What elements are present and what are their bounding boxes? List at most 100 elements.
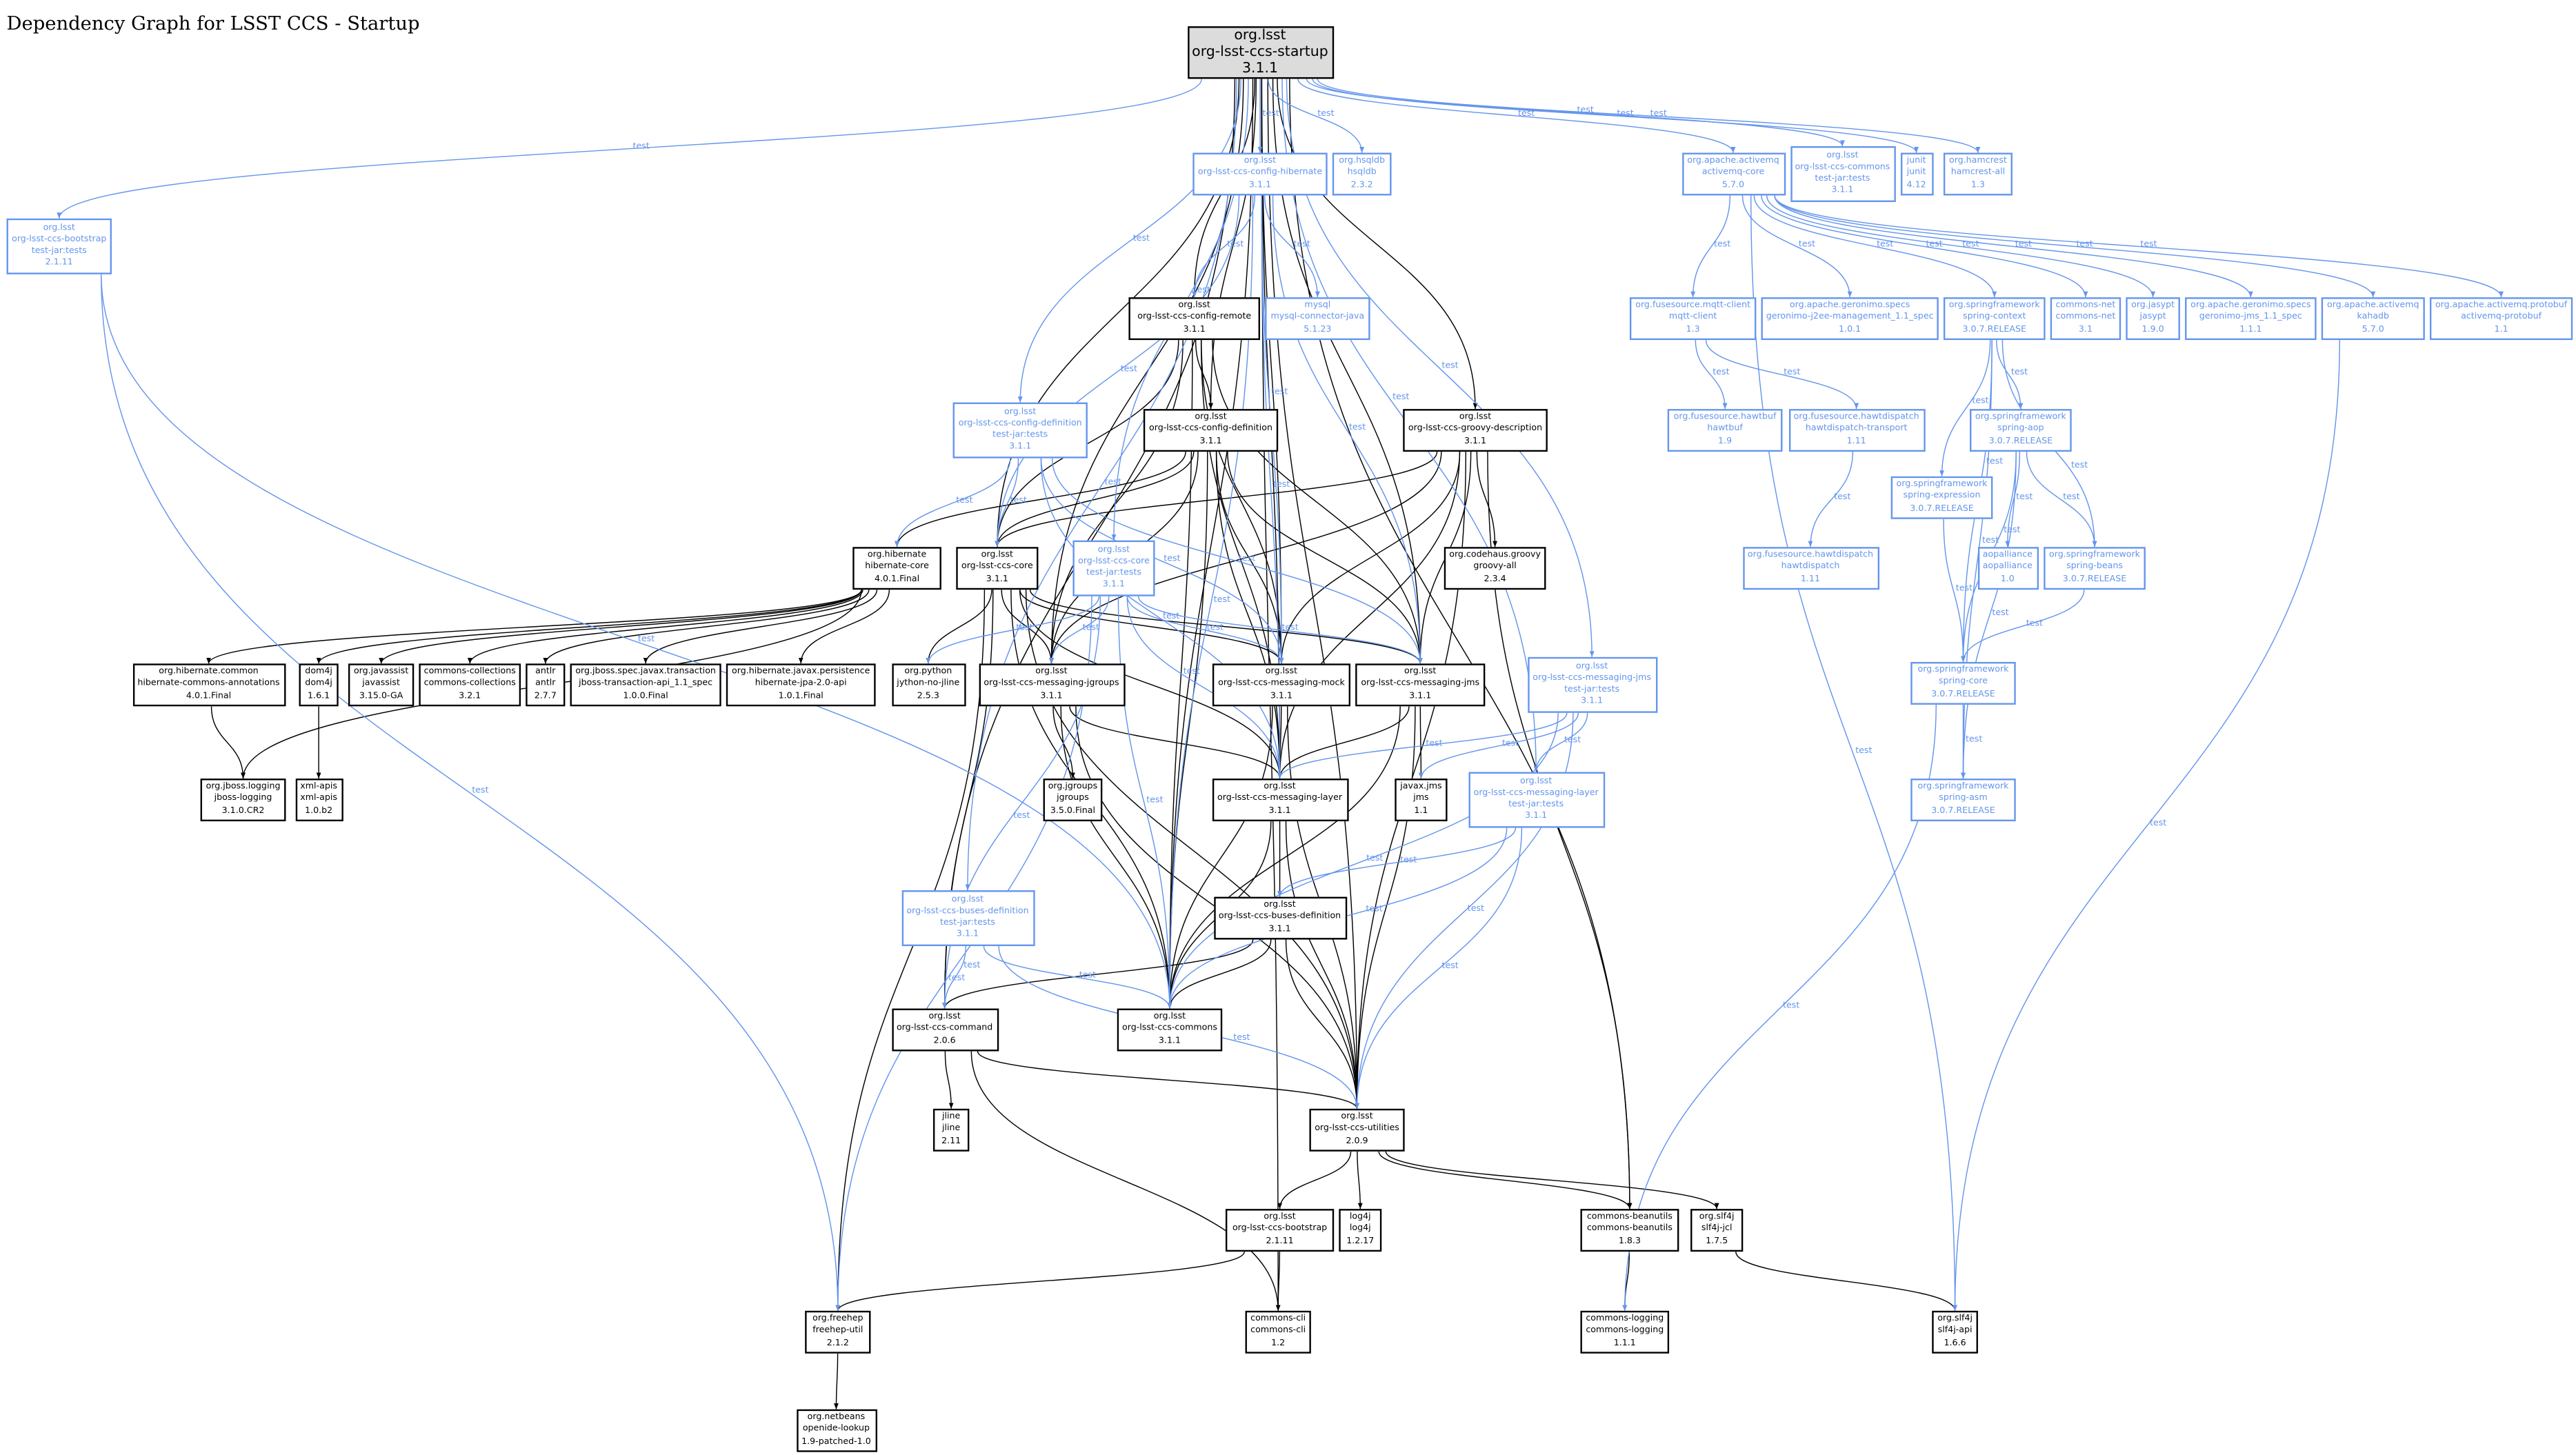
node-label-line: 1.0 xyxy=(2000,574,2015,585)
node-label-line: org.hsqldb xyxy=(1339,156,1386,167)
node-label-line: commons-beanutils xyxy=(1586,1224,1673,1234)
node-label-line: org.jasypt xyxy=(2131,301,2175,311)
edge-config-definition-to-hibernate-core xyxy=(895,452,1186,548)
node-label-line: org-lsst-ccs-messaging-mock xyxy=(1218,679,1345,689)
edge-label-test: test xyxy=(2011,366,2028,377)
edge-activemq-core-to-commons-net xyxy=(1761,195,2088,298)
node-label-line: org-lsst-ccs-buses-definition xyxy=(906,906,1029,916)
node-label-line: org.springframework xyxy=(1975,412,2066,423)
node-label-line: commons-collections xyxy=(423,679,516,689)
node-label-line: 1.0.0.Final xyxy=(623,690,668,701)
node-label-line: 3.0.7.RELEASE xyxy=(1931,689,1995,699)
node-label-line: xml-apis xyxy=(300,794,337,804)
edge-utilities-to-commons-beanutils xyxy=(1378,1151,1633,1210)
node-label-line: org.springframework xyxy=(1896,479,1988,490)
edge-label-test: test xyxy=(1564,734,1581,745)
node-label-line: commons-logging xyxy=(1586,1314,1664,1325)
edge-label-test: test xyxy=(1799,238,1815,248)
node-label-line: mysql xyxy=(1304,301,1331,311)
node-label-line: hawtdispatch xyxy=(1781,562,1840,572)
edge-label-test: test xyxy=(1349,421,1366,432)
edge-activemq-core-to-kahadb xyxy=(1774,195,2376,298)
node-label-line: jboss-transaction-api_1.1_spec xyxy=(579,679,713,689)
node-label-line: 1.11 xyxy=(1800,574,1820,585)
node-label-line: org.hibernate xyxy=(867,550,927,561)
edge-core-tj-to-messaging-layer xyxy=(1126,596,1282,779)
node-label-line: 4.0.1.Final xyxy=(186,690,232,701)
node-label-line: org-lsst-ccs-commons xyxy=(1122,1023,1217,1034)
node-label-line: org.springframework xyxy=(1917,665,2009,676)
edge-config-hibernate-to-core xyxy=(995,195,1240,548)
edge-jms-tj-to-commons xyxy=(1167,712,1559,1009)
node-label-line: 3.1.1 xyxy=(1270,690,1293,701)
